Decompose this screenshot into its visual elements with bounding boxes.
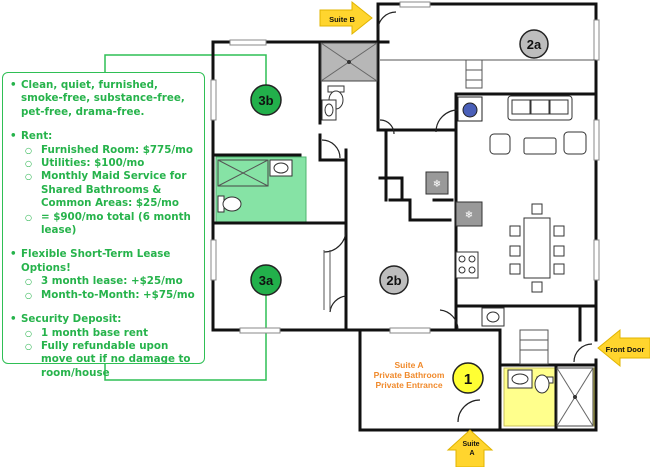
room-badge-3b: 3b	[250, 84, 282, 116]
stove-icon	[455, 251, 479, 279]
lease-section: Flexible Short-Term Lease Options! 3 mon…	[9, 248, 200, 302]
suite-a-label-line2: A	[469, 450, 474, 457]
sofa-icon	[489, 95, 587, 155]
room-badge-3a: 3a	[250, 264, 282, 296]
room-badge-2b: 2b	[379, 265, 409, 295]
room-badge-1: 1	[452, 362, 484, 394]
sink-icon	[269, 99, 533, 389]
shower-icon-2	[556, 367, 594, 427]
svg-text:❄: ❄	[433, 179, 441, 190]
windows	[210, 1, 600, 334]
front-door-arrow: Front Door	[597, 328, 650, 368]
deposit-section: Security Deposit: 1 month base rent Full…	[9, 313, 200, 380]
fridge-icon: ❄ ❄	[425, 171, 483, 227]
svg-text:2a: 2a	[527, 37, 542, 52]
rent-section: Rent: Furnished Room: $775/mo Utilities:…	[9, 130, 200, 237]
lease-item: 3 month lease: +$25/mo	[21, 275, 200, 289]
suite-a-arrow: Suite A	[446, 429, 494, 467]
suite-a-private-bathroom: Private Bathroom	[374, 370, 445, 380]
intro-item: Clean, quiet, furnished, smoke-free, sub…	[9, 79, 200, 119]
rent-item: = $900/mo total (6 month lease)	[21, 211, 200, 238]
toilet-icon	[217, 85, 554, 394]
suite-b-label: Suite B	[329, 15, 355, 24]
rent-item: Utilities: $100/mo	[21, 157, 200, 171]
washer-icon	[457, 96, 483, 122]
room-badge-2a: 2a	[519, 29, 549, 59]
suite-a-description: Suite A Private Bathroom Private Entranc…	[374, 360, 445, 390]
lease-title: Flexible Short-Term Lease Options!	[21, 248, 171, 274]
deposit-item: Fully refundable upon move out if no dam…	[21, 340, 200, 380]
suite-a-label: Suite A	[462, 441, 481, 457]
rent-title: Rent:	[21, 130, 53, 143]
suite-a-title: Suite A	[395, 360, 424, 370]
front-door-label: Front Door	[606, 345, 645, 354]
svg-text:❄: ❄	[465, 210, 473, 221]
lease-item: Month-to-Month: +$75/mo	[21, 289, 200, 303]
dining-table-icon	[509, 203, 565, 293]
svg-text:3b: 3b	[258, 93, 273, 108]
shower-icon-3	[217, 159, 269, 187]
svg-text:3a: 3a	[259, 273, 274, 288]
rental-info-panel: Clean, quiet, furnished, smoke-free, sub…	[2, 72, 205, 379]
svg-text:2b: 2b	[386, 273, 401, 288]
shower-icon	[320, 42, 378, 82]
deposit-item: 1 month base rent	[21, 327, 200, 341]
rent-item: Furnished Room: $775/mo	[21, 144, 200, 158]
rent-item: Monthly Maid Service for Shared Bathroom…	[21, 170, 200, 210]
doors	[321, 11, 593, 423]
suite-a-private-entrance: Private Entrance	[375, 380, 442, 390]
deposit-title: Security Deposit:	[21, 313, 122, 326]
suite-b-arrow: Suite B	[319, 0, 373, 36]
svg-text:1: 1	[464, 371, 472, 388]
suite-a-label-line1: Suite	[462, 441, 479, 448]
